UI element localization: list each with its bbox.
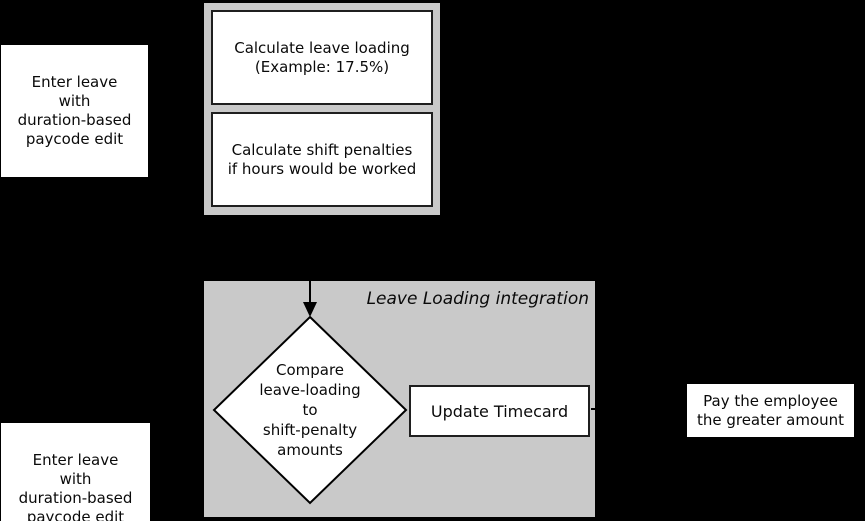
- enter-leave-top-node: Enter leave with duration-based paycode …: [1, 45, 148, 177]
- update-timecard-node: Update Timecard: [409, 385, 590, 437]
- compare-decision-label: Compare leave-loading to shift-penalty a…: [259, 361, 361, 459]
- enter-leave-bottom-node: Enter leave with duration-based paycode …: [1, 423, 150, 521]
- calculate-leave-loading-node: Calculate leave loading (Example: 17.5%): [211, 10, 433, 105]
- calculate-shift-penalties-node: Calculate shift penalties if hours would…: [211, 112, 433, 207]
- pay-employee-node: Pay the employee the greater amount: [687, 384, 854, 437]
- calculation-group-container: Calculate leave loading (Example: 17.5%)…: [204, 3, 440, 215]
- leave-loading-integration-label: Leave Loading integration: [366, 289, 589, 309]
